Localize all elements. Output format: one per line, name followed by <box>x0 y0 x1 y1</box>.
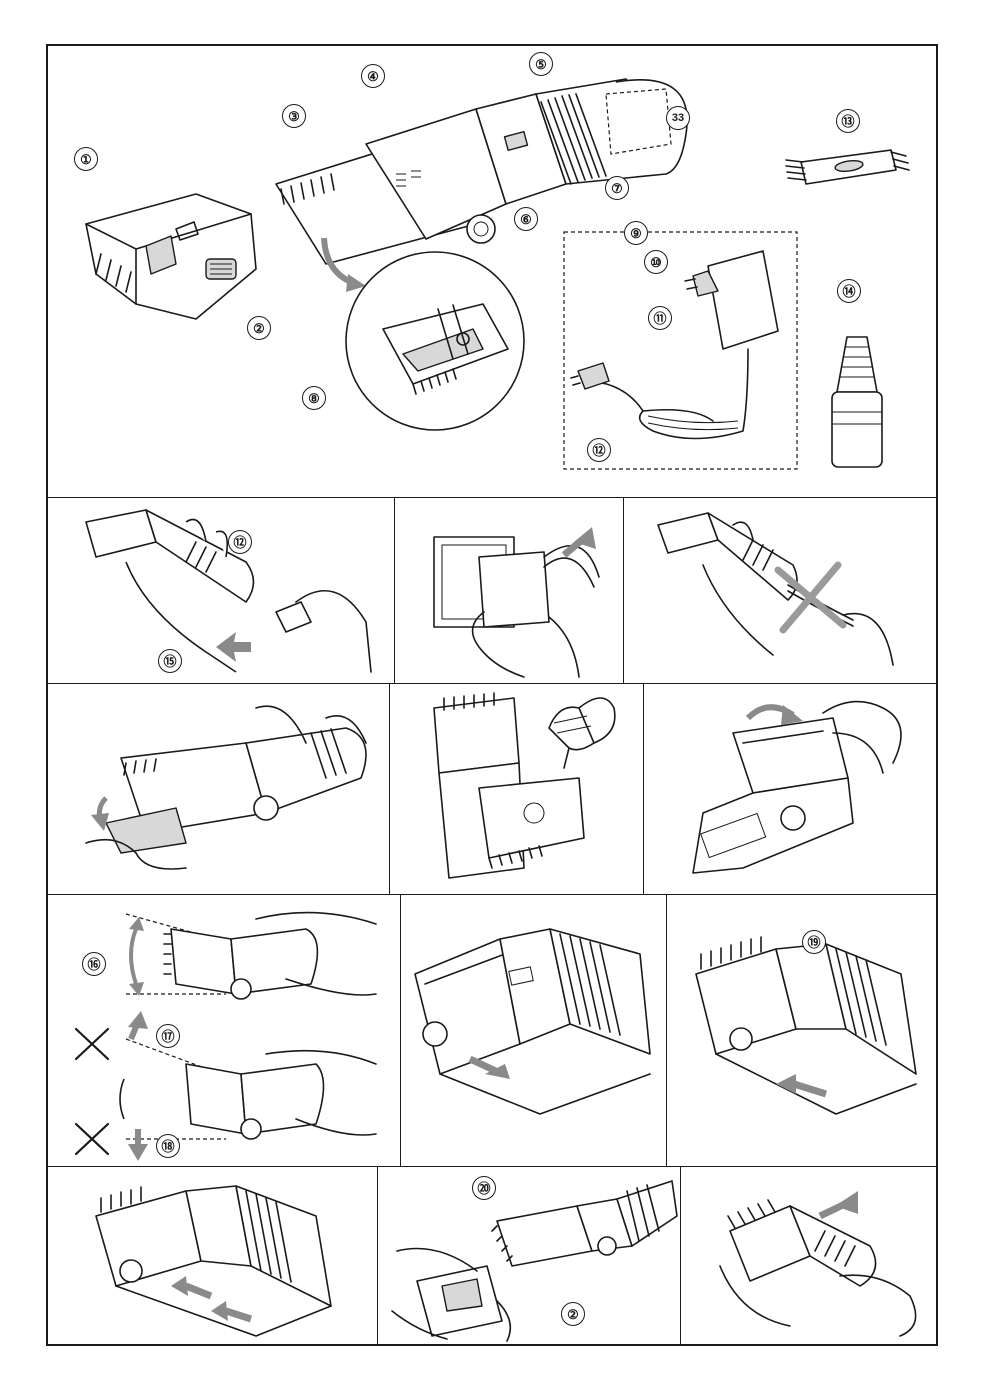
connect-plug-illustration <box>76 502 376 677</box>
callout-14: ⑭ <box>837 279 861 303</box>
remove-blade-illustration <box>76 703 376 883</box>
callout-15-socket: ⑮ <box>158 649 182 673</box>
panel-apply-oil <box>389 683 643 894</box>
blade-detail-circle <box>343 249 528 434</box>
pull-cord-warning-illustration <box>653 505 923 675</box>
ac-adapter-box <box>563 231 799 471</box>
panel-remove-blade <box>46 683 389 894</box>
panel-remove-attachment: ⑳ ② <box>377 1166 680 1346</box>
panel-connect-plug: ⑫ ⑮ <box>46 497 394 683</box>
oil-bottle-illustration <box>827 332 887 472</box>
callout-18: ⑱ <box>156 1134 180 1158</box>
callout-33: 33 <box>666 106 690 130</box>
panel-slide-double <box>46 1166 377 1346</box>
panel-adjust-comb: ⑲ <box>666 894 938 1166</box>
callout-7: ⑦ <box>605 176 629 200</box>
callout-20: ⑳ <box>472 1176 496 1200</box>
callout-4: ④ <box>361 64 385 88</box>
callout-11: ⑪ <box>648 306 672 330</box>
callout-10: ⑩ <box>644 250 668 274</box>
panel-push-attachment <box>680 1166 938 1346</box>
attach-blade-illustration <box>683 693 923 883</box>
callout-5: ⑤ <box>529 52 553 76</box>
callout-12-plug: ⑫ <box>228 530 252 554</box>
callout-19: ⑲ <box>802 930 826 954</box>
panel-tilt-angle: ⑯ ⑰ ⑱ <box>46 894 400 1166</box>
slide-attachment-illustration <box>410 914 660 1154</box>
wall-outlet-illustration <box>424 517 604 677</box>
callout-8: ⑧ <box>302 386 326 410</box>
callout-9: ⑨ <box>624 221 648 245</box>
slide-double-illustration <box>86 1176 366 1341</box>
callout-13: ⑬ <box>836 109 860 133</box>
callout-2-lower: ② <box>561 1302 585 1326</box>
panel-slide-attachment <box>400 894 666 1166</box>
cleaning-brush-illustration <box>781 142 911 202</box>
adjust-comb-illustration <box>686 934 926 1154</box>
callout-12: ⑫ <box>587 438 611 462</box>
callout-16: ⑯ <box>82 952 106 976</box>
callout-2: ② <box>247 316 271 340</box>
tilt-angle-illustration <box>56 899 396 1161</box>
callout-17: ⑰ <box>156 1024 180 1048</box>
panel-wall-outlet <box>394 497 623 683</box>
callout-6: ⑥ <box>514 207 538 231</box>
callout-1: ① <box>74 147 98 171</box>
remove-attachment-illustration <box>387 1171 677 1341</box>
panel-attach-blade <box>643 683 938 894</box>
callout-3: ③ <box>282 104 306 128</box>
parts-overview-panel: ① ② ③ ④ ⑤ ⑥ ⑦ 33 <box>46 44 938 497</box>
attachment-comb-illustration <box>76 174 276 324</box>
apply-oil-illustration <box>429 688 629 888</box>
push-attachment-illustration <box>710 1176 930 1341</box>
panel-do-not-pull-cord <box>623 497 938 683</box>
